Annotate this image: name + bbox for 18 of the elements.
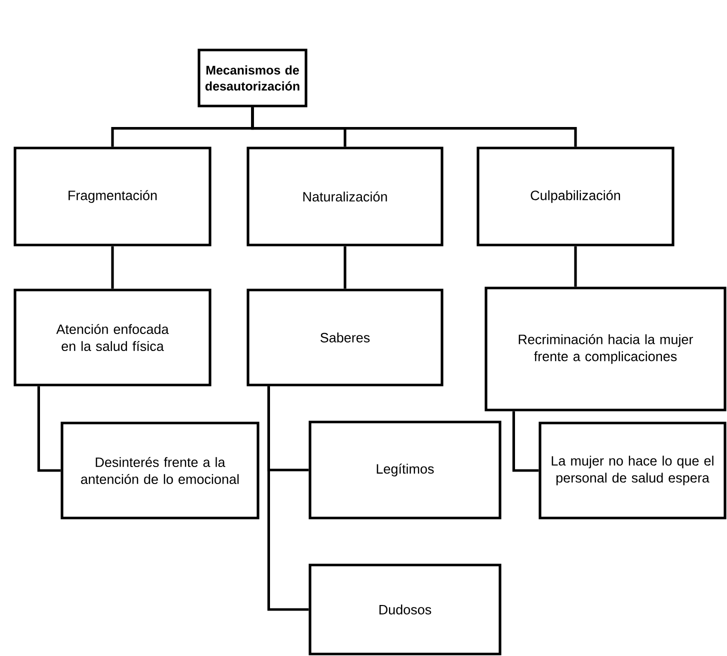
connector-line: [37, 386, 61, 472]
connector-line: [574, 246, 577, 287]
concept-box: Naturalización: [246, 146, 444, 246]
concept-box: Culpabilización: [476, 146, 674, 246]
connector-line: [344, 246, 346, 289]
connector-line: [251, 107, 577, 147]
connector-line: [512, 411, 539, 472]
concept-box: Fragmentación: [14, 146, 212, 246]
concept-box: Desinterés frente a la antención de lo emocional: [60, 422, 260, 520]
connector-line: [267, 386, 309, 611]
title-box: Mecanismos de desautorización: [198, 48, 308, 108]
concept-box: Legítimos: [308, 420, 502, 520]
connector-line: [111, 246, 114, 289]
concept-box: Saberes: [246, 288, 444, 386]
concept-box: Recriminación hacia la mujer frente a complicaciones: [484, 286, 726, 412]
concept-box: Dudosos: [308, 564, 502, 656]
concept-box: La mujer no hace lo que el personal de salud espera: [538, 422, 726, 520]
concept-box: Atención enfocada en la salud física: [14, 288, 212, 386]
